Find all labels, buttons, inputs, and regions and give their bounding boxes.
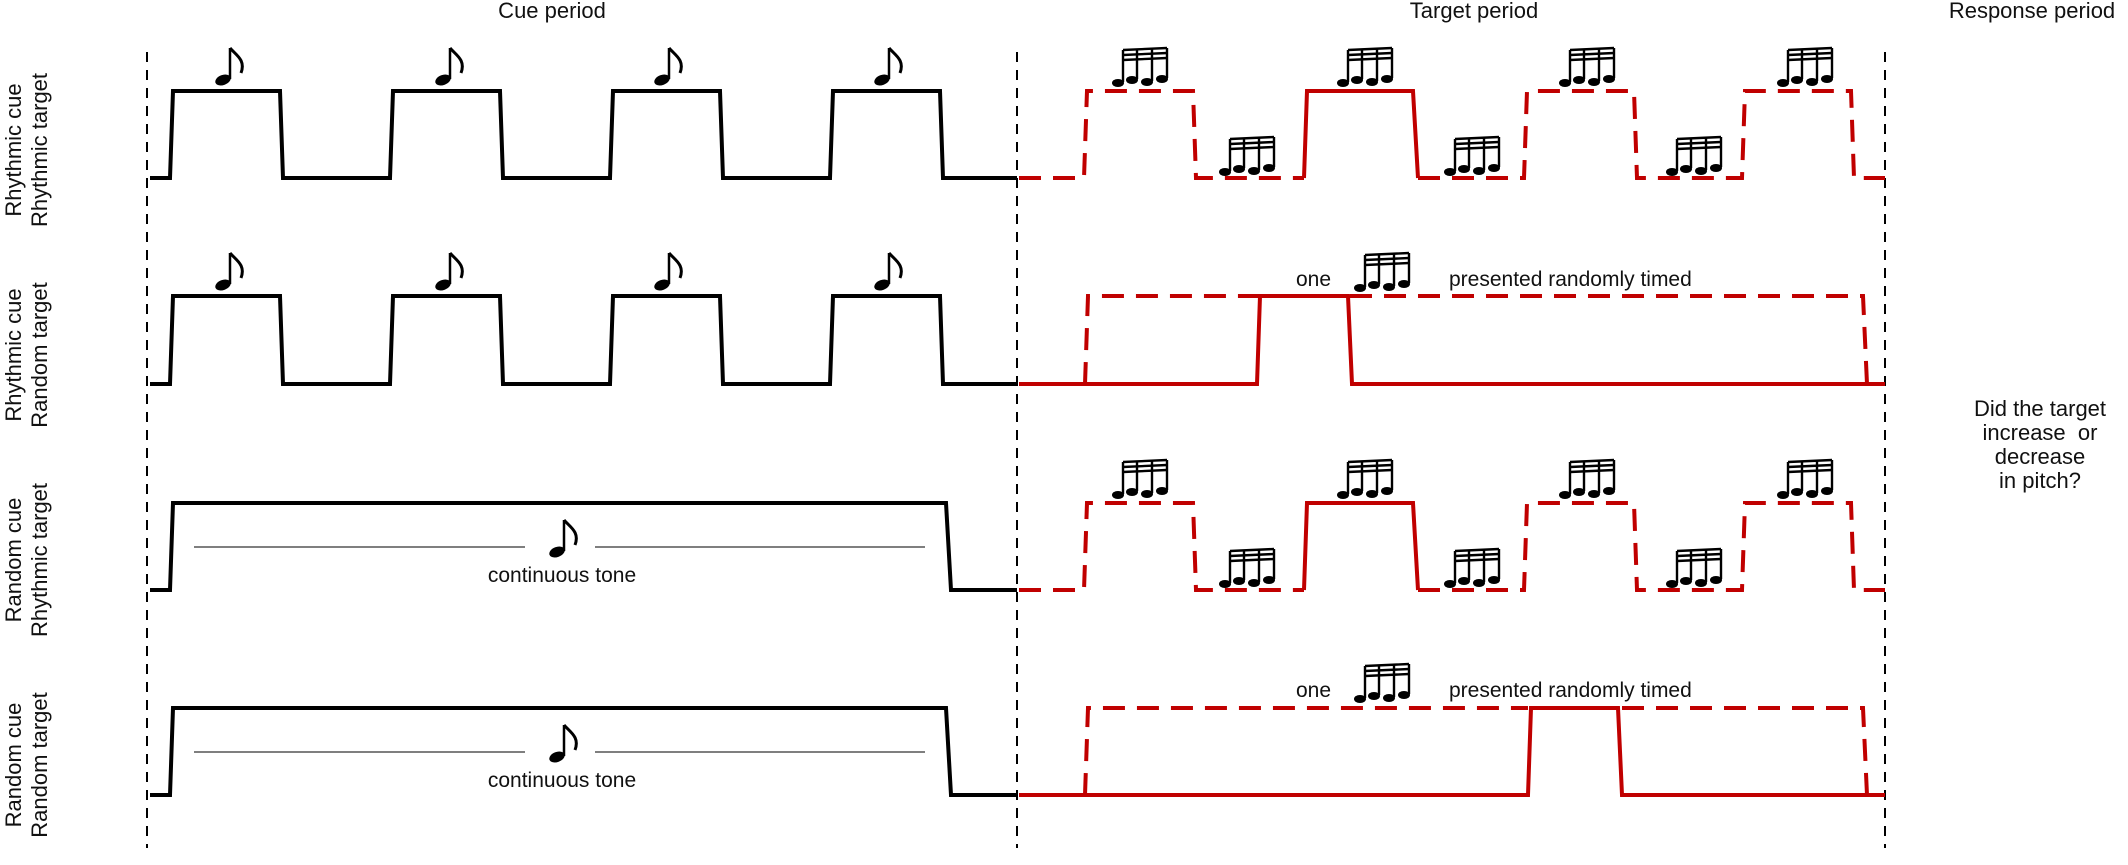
target-period-label: Target period — [1409, 0, 1539, 23]
beamed-notes-icon — [1442, 547, 1502, 590]
beamed-notes-icon — [1557, 46, 1617, 89]
target-window-dashed — [1083, 706, 1528, 796]
beamed-notes-icon — [1664, 547, 1724, 590]
question-line: increase or — [1982, 420, 2098, 445]
question-line: in pitch? — [1999, 468, 2081, 493]
cue-rhythmic-signal — [150, 89, 1017, 180]
eighth-note-icon — [871, 251, 903, 294]
one-label: one — [1296, 268, 1332, 291]
eighth-note-icon — [546, 518, 578, 561]
cue-continuous-signal — [150, 501, 1017, 592]
one-label: one — [1296, 679, 1332, 702]
target-possible-dashed — [1019, 501, 1304, 592]
target-window-dashed — [1622, 706, 1869, 796]
response-question: Did the target increase or decrease in p… — [1960, 397, 2120, 493]
continuous-tone-label: continuous tone — [487, 564, 637, 587]
cue-period-label: Cue period — [498, 0, 606, 23]
target-actual-signal — [1302, 89, 1420, 179]
beamed-notes-icon — [1110, 46, 1170, 89]
dividers — [146, 52, 1886, 848]
target-actual-signal — [1019, 294, 1885, 386]
random-timing-label: presented randomly timed — [1449, 268, 1692, 291]
row-rhythmic-rhythmic — [150, 46, 1885, 180]
beamed-notes-icon — [1352, 251, 1412, 294]
target-possible-dashed — [1418, 89, 1885, 180]
continuous-tone-label: continuous tone — [487, 769, 637, 792]
beamed-notes-icon — [1352, 662, 1412, 705]
eighth-note-icon — [546, 723, 578, 766]
row-rhythmic-random — [150, 251, 1885, 386]
beamed-notes-icon — [1442, 135, 1502, 178]
beamed-notes-icon — [1775, 46, 1835, 89]
eighth-note-icon — [432, 251, 464, 294]
beamed-notes-icon — [1335, 458, 1395, 501]
beamed-notes-icon — [1775, 458, 1835, 501]
random-timing-label: presented randomly timed — [1449, 679, 1692, 702]
target-window-dashed — [1083, 294, 1260, 385]
eighth-note-icon — [212, 251, 244, 294]
beamed-notes-icon — [1335, 46, 1395, 89]
target-possible-dashed — [1019, 89, 1304, 180]
eighth-note-icon — [651, 251, 683, 294]
response-period-label: Response period — [1948, 0, 2116, 23]
eighth-note-icon — [651, 46, 683, 89]
cue-rhythmic-signal — [150, 294, 1017, 386]
target-possible-dashed — [1418, 501, 1885, 592]
eighth-note-icon — [212, 46, 244, 89]
target-actual-signal — [1019, 706, 1885, 797]
cue-continuous-signal — [150, 706, 1017, 797]
row-random-rhythmic — [150, 458, 1885, 592]
eighth-note-icon — [432, 46, 464, 89]
question-line: decrease — [1994, 444, 2086, 469]
beamed-notes-icon — [1217, 547, 1277, 590]
beamed-notes-icon — [1110, 458, 1170, 501]
question-line: Did the target — [1973, 396, 2107, 421]
target-window-dashed — [1350, 294, 1869, 385]
target-actual-signal — [1302, 501, 1420, 591]
beamed-notes-icon — [1664, 135, 1724, 178]
row-random-random — [150, 662, 1885, 797]
beamed-notes-icon — [1557, 458, 1617, 501]
eighth-note-icon — [871, 46, 903, 89]
beamed-notes-icon — [1217, 135, 1277, 178]
